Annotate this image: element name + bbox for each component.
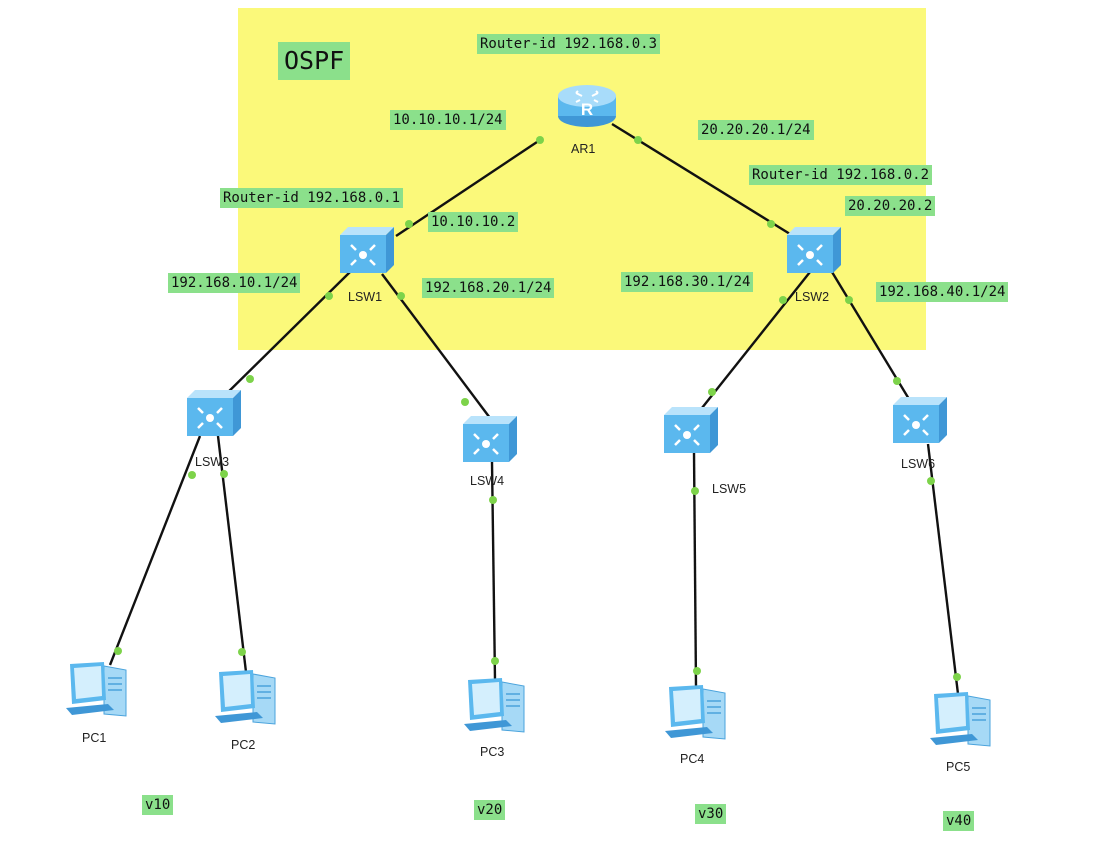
device-label-lsw5: LSW5: [712, 482, 747, 496]
switch-icon[interactable]: [787, 225, 843, 275]
switch-icon[interactable]: [463, 414, 519, 464]
port-dot-lsw1-lsw3-lsw3: [246, 375, 254, 383]
port-dot-lsw3-pc1-pc1: [114, 647, 122, 655]
port-dot-lsw3-pc2-pc2: [238, 648, 246, 656]
port-dot-lsw5-pc4-lsw5: [691, 487, 699, 495]
port-dot-lsw2-lsw5-lsw2: [779, 296, 787, 304]
port-dot-lsw6-pc5-pc5: [953, 673, 961, 681]
vlan-label-v10: v10: [142, 795, 174, 815]
ar1-interface-ip-to-lsw2: 20.20.20.1/24: [698, 120, 814, 140]
lsw1-vlanif20-ip: 192.168.20.1/24: [422, 278, 555, 298]
port-dot-ar1-lsw2-lsw2: [767, 220, 775, 228]
ospf-area-title: OSPF: [278, 42, 351, 80]
lsw1-router-id-label: Router-id 192.168.0.1: [220, 188, 404, 208]
link-ar1-lsw1: [395, 139, 541, 237]
port-dot-lsw3-pc2-lsw3: [220, 470, 228, 478]
device-label-lsw4: LSW4: [470, 474, 505, 488]
router-icon[interactable]: R: [556, 82, 618, 130]
switch-icon[interactable]: [340, 225, 396, 275]
port-dot-lsw1-lsw4-lsw1: [397, 292, 405, 300]
device-label-lsw6: LSW6: [901, 457, 936, 471]
vlan-label-v20: v20: [474, 800, 506, 820]
device-label-pc2: PC2: [231, 738, 256, 752]
svg-text:R: R: [581, 100, 593, 119]
link-lsw6-pc5: [926, 443, 960, 695]
port-dot-lsw1-lsw4-lsw4: [461, 398, 469, 406]
link-lsw3-pc1: [108, 435, 202, 666]
lsw2-router-id-label: Router-id 192.168.0.2: [749, 165, 933, 185]
port-dot-lsw5-pc4-pc4: [693, 667, 701, 675]
lsw2-vlanif30-ip: 192.168.30.1/24: [621, 272, 754, 292]
ar1-router-id-label: Router-id 192.168.0.3: [477, 34, 661, 54]
port-dot-ar1-lsw2-ar1: [634, 136, 642, 144]
device-label-lsw2: LSW2: [795, 290, 830, 304]
link-lsw4-pc3: [490, 461, 497, 681]
pc-icon[interactable]: [663, 683, 729, 745]
port-dot-ar1-lsw1-lsw1: [405, 220, 413, 228]
device-label-lsw3: LSW3: [195, 455, 230, 469]
lsw2-interface-ip-to-ar1: 20.20.20.2: [845, 196, 936, 216]
port-dot-lsw1-lsw3-lsw1: [325, 292, 333, 300]
lsw2-vlanif40-ip: 192.168.40.1/24: [876, 282, 1009, 302]
lsw1-vlanif10-ip: 192.168.10.1/24: [168, 273, 301, 293]
link-ar1-lsw2: [611, 122, 791, 236]
switch-icon[interactable]: [187, 388, 243, 438]
port-dot-lsw3-pc1-lsw3: [188, 471, 196, 479]
pc-icon[interactable]: [928, 690, 994, 752]
switch-icon[interactable]: [664, 405, 720, 455]
device-label-pc3: PC3: [480, 745, 505, 759]
port-dot-lsw6-pc5-lsw6: [927, 477, 935, 485]
port-dot-lsw2-lsw5-lsw5: [708, 388, 716, 396]
link-lsw2-lsw5: [693, 271, 811, 419]
port-dot-lsw4-pc3-pc3: [491, 657, 499, 665]
port-dot-lsw2-lsw6-lsw6: [893, 377, 901, 385]
device-label-pc4: PC4: [680, 752, 705, 766]
ar1-interface-ip-to-lsw1: 10.10.10.1/24: [390, 110, 506, 130]
pc-icon[interactable]: [462, 676, 528, 738]
vlan-label-v30: v30: [695, 804, 727, 824]
device-label-ar1: AR1: [571, 142, 596, 156]
port-dot-ar1-lsw1-ar1: [536, 136, 544, 144]
device-label-pc5: PC5: [946, 760, 971, 774]
vlan-label-v40: v40: [943, 811, 975, 831]
switch-icon[interactable]: [893, 395, 949, 445]
port-dot-lsw2-lsw6-lsw2: [845, 296, 853, 304]
lsw1-interface-ip-to-ar1: 10.10.10.2: [428, 212, 519, 232]
device-label-pc1: PC1: [82, 731, 107, 745]
pc-icon[interactable]: [64, 660, 130, 722]
pc-icon[interactable]: [213, 668, 279, 730]
port-dot-lsw4-pc3-lsw4: [489, 496, 497, 504]
device-label-lsw1: LSW1: [348, 290, 383, 304]
